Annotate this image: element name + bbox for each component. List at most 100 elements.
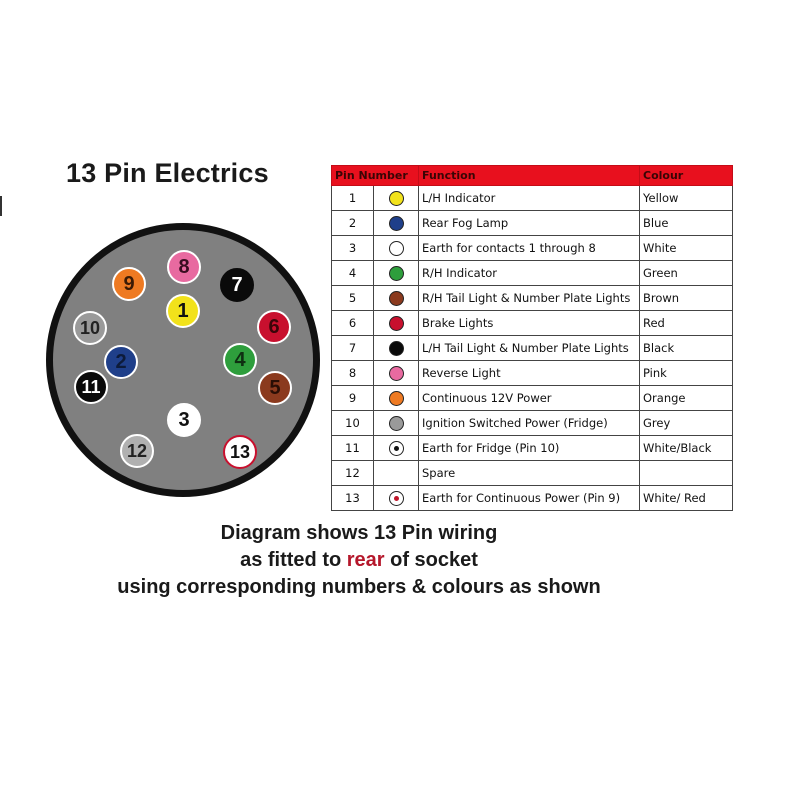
pin-number-cell: 8 [331,360,374,386]
socket-pin-5: 5 [258,371,292,405]
header-function: Function [418,165,640,186]
caption-line-1: Diagram shows 13 Pin wiring [220,522,498,544]
colour-cell: Yellow [639,185,733,211]
pin-number-cell: 2 [331,210,374,236]
header-colour: Colour [639,165,733,186]
caption-line-3: using corresponding numbers & colours as… [117,576,601,598]
function-cell: Continuous 12V Power [418,385,640,411]
function-cell: Reverse Light [418,360,640,386]
function-cell: Earth for Fridge (Pin 10) [418,435,640,461]
pin-number-cell: 6 [331,310,374,336]
socket-pin-10: 10 [73,311,107,345]
colour-swatch-cell [373,285,419,311]
colour-cell: White/Black [639,435,733,461]
colour-swatch-cell [373,310,419,336]
colour-swatch-icon [388,365,404,381]
socket-pin-9: 9 [112,267,146,301]
pin-number-cell: 3 [331,235,374,261]
pin-table: Pin Number Function Colour 1 L/H Indicato… [331,165,733,511]
pin-number-cell: 10 [331,410,374,436]
caption-line-2: as fitted to rear of socket [0,549,718,572]
colour-swatch-cell [373,235,419,261]
pin-number-cell: 13 [331,485,374,511]
colour-swatch-icon [388,265,404,281]
socket-pin-3: 3 [167,403,201,437]
colour-cell: Blue [639,210,733,236]
colour-swatch-cell [373,360,419,386]
socket-pin-12: 12 [120,434,154,468]
colour-swatch-icon [388,415,404,431]
colour-swatch-cell [373,485,419,511]
colour-swatch-icon [388,490,404,506]
pin-number-cell: 1 [331,185,374,211]
socket-pin-7: 7 [220,268,254,302]
colour-swatch-icon [388,190,404,206]
caption-rear-highlight: rear [346,549,385,571]
socket-pin-8: 8 [167,250,201,284]
table-header-row: Pin Number Function Colour [331,165,733,186]
caption-line-2-post: of socket [384,549,478,571]
colour-swatch-cell [373,385,419,411]
caption-line-2-pre: as fitted to [240,549,347,571]
colour-cell: Red [639,310,733,336]
colour-cell: Grey [639,410,733,436]
colour-swatch-icon [388,340,404,356]
pin-number-cell: 9 [331,385,374,411]
page-title: 13 Pin Electrics [66,158,269,188]
colour-swatch-icon [388,440,404,456]
function-cell: R/H Indicator [418,260,640,286]
pin-number-cell: 11 [331,435,374,461]
table-row: 11 Earth for Fridge (Pin 10)White/Black [331,435,733,461]
colour-swatch-cell [373,210,419,236]
colour-swatch-cell [373,460,419,486]
function-cell: L/H Indicator [418,185,640,211]
colour-swatch-icon [388,390,404,406]
socket-pin-6: 6 [257,310,291,344]
colour-swatch-icon [388,315,404,331]
colour-cell: White/ Red [639,485,733,511]
colour-swatch-icon [388,290,404,306]
colour-cell: Green [639,260,733,286]
function-cell: Earth for contacts 1 through 8 [418,235,640,261]
pin-number-cell: 4 [331,260,374,286]
colour-swatch-cell [373,185,419,211]
function-cell: Brake Lights [418,310,640,336]
table-row: 13 Earth for Continuous Power (Pin 9)Whit… [331,485,733,511]
function-cell: Rear Fog Lamp [418,210,640,236]
colour-cell: White [639,235,733,261]
socket-pin-13: 13 [223,435,257,469]
colour-swatch-cell [373,260,419,286]
header-pin-number: Pin Number [331,165,419,186]
colour-swatch-cell [373,410,419,436]
colour-cell: Brown [639,285,733,311]
function-cell: Earth for Continuous Power (Pin 9) [418,485,640,511]
socket-pin-4: 4 [223,343,257,377]
colour-cell: Pink [639,360,733,386]
colour-swatch-icon [388,240,404,256]
function-cell: R/H Tail Light & Number Plate Lights [418,285,640,311]
socket-pin-11: 11 [74,370,108,404]
function-cell: Spare [418,460,640,486]
colour-cell [639,460,733,486]
colour-swatch-cell [373,335,419,361]
pin-number-cell: 5 [331,285,374,311]
function-cell: L/H Tail Light & Number Plate Lights [418,335,640,361]
colour-cell: Orange [639,385,733,411]
pin-number-cell: 7 [331,335,374,361]
edge-mark [0,196,2,216]
colour-swatch-icon [388,215,404,231]
colour-swatch-cell [373,435,419,461]
colour-cell: Black [639,335,733,361]
function-cell: Ignition Switched Power (Fridge) [418,410,640,436]
socket-pin-2: 2 [104,345,138,379]
